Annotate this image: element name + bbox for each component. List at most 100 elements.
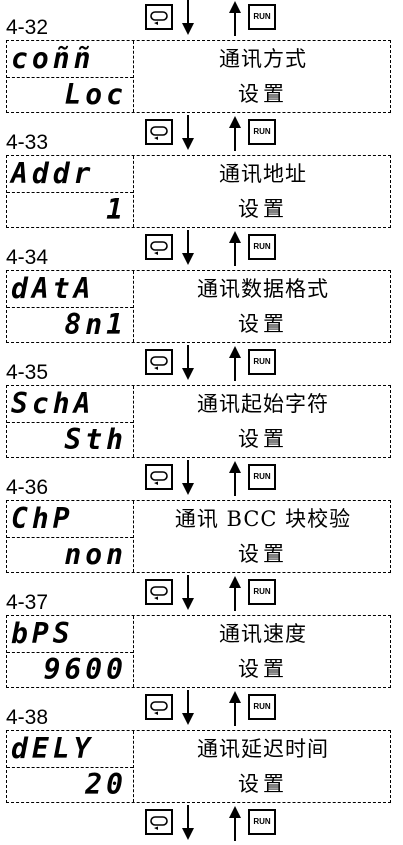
parameter-name: 通讯 BCC 块校验 <box>174 507 352 531</box>
loop-return-icon[interactable] <box>145 809 173 835</box>
divider <box>7 422 133 423</box>
run-key[interactable]: RUN <box>248 234 276 260</box>
arrow-up-icon <box>228 460 242 500</box>
flow-controls: RUN <box>0 345 403 385</box>
section-number: 4-34 <box>6 246 49 269</box>
display-value: Loc <box>64 78 127 111</box>
section-number: 4-36 <box>6 476 49 499</box>
divider <box>133 156 134 227</box>
display-code: Addr <box>11 157 95 190</box>
loop-return-icon[interactable] <box>145 464 173 490</box>
arrow-down-icon <box>181 345 195 385</box>
divider <box>133 386 134 457</box>
arrow-down-icon <box>181 115 195 155</box>
arrow-up-icon <box>228 690 242 730</box>
display-code: dELY <box>11 732 95 765</box>
arrow-up-icon <box>228 805 242 845</box>
parameter-name: 通讯方式 <box>219 47 307 71</box>
flow-controls: RUN <box>0 460 403 500</box>
run-key[interactable]: RUN <box>248 119 276 145</box>
display-value: non <box>64 538 127 571</box>
display-code: SchA <box>11 387 95 420</box>
section-number: 4-33 <box>6 131 49 154</box>
loop-return-icon[interactable] <box>145 694 173 720</box>
parameter-action: 设置 <box>238 82 288 106</box>
section-number: 4-35 <box>6 361 49 384</box>
display-value: 20 <box>85 768 127 801</box>
display-value: 9600 <box>43 653 127 686</box>
flow-controls: RUN <box>0 115 403 155</box>
section-number: 4-38 <box>6 706 49 729</box>
parameter-action: 设置 <box>238 312 288 336</box>
loop-return-icon[interactable] <box>145 349 173 375</box>
run-key[interactable]: RUN <box>248 349 276 375</box>
arrow-up-icon <box>228 115 242 155</box>
run-key[interactable]: RUN <box>248 464 276 490</box>
arrow-up-icon <box>228 230 242 270</box>
divider <box>133 41 134 112</box>
divider <box>133 731 134 802</box>
divider <box>7 192 133 193</box>
parameter-action: 设置 <box>238 772 288 796</box>
loop-return-icon[interactable] <box>145 234 173 260</box>
parameter-name: 通讯数据格式 <box>197 277 329 301</box>
display-code: ChP <box>11 502 74 535</box>
display-code: bPS <box>11 617 74 650</box>
arrow-down-icon <box>181 230 195 270</box>
run-key[interactable]: RUN <box>248 4 276 30</box>
arrow-down-icon <box>181 690 195 730</box>
divider <box>7 767 133 768</box>
flow-controls: RUN <box>0 230 403 270</box>
flow-controls: RUN <box>0 0 403 40</box>
arrow-up-icon <box>228 345 242 385</box>
arrow-down-icon <box>181 460 195 500</box>
loop-return-icon[interactable] <box>145 4 173 30</box>
section-number: 4-37 <box>6 591 49 614</box>
display-code: dAtA <box>11 272 95 305</box>
divider <box>7 537 133 538</box>
parameter-name: 通讯起始字符 <box>197 392 329 416</box>
display-code: coññ <box>11 42 95 75</box>
parameter-name: 通讯地址 <box>219 162 307 186</box>
loop-return-icon[interactable] <box>145 579 173 605</box>
parameter-action: 设置 <box>238 657 288 681</box>
loop-return-icon[interactable] <box>145 119 173 145</box>
arrow-down-icon <box>181 805 195 845</box>
divider <box>7 77 133 78</box>
arrow-up-icon <box>228 0 242 40</box>
display-value: 8n1 <box>64 308 127 341</box>
parameter-action: 设置 <box>238 197 288 221</box>
flow-controls: RUN <box>0 575 403 615</box>
divider <box>133 616 134 687</box>
arrow-down-icon <box>181 0 195 40</box>
divider <box>133 271 134 342</box>
arrow-down-icon <box>181 575 195 615</box>
run-key[interactable]: RUN <box>248 809 276 835</box>
run-key[interactable]: RUN <box>248 579 276 605</box>
parameter-box: Addr 1 通讯地址设置 <box>6 155 391 228</box>
divider <box>133 501 134 572</box>
flow-controls: RUN <box>0 805 403 845</box>
display-value: 1 <box>106 193 127 226</box>
parameter-action: 设置 <box>238 542 288 566</box>
display-value: Sth <box>64 423 127 456</box>
divider <box>7 307 133 308</box>
flow-controls: RUN <box>0 690 403 730</box>
run-key[interactable]: RUN <box>248 694 276 720</box>
divider <box>7 652 133 653</box>
arrow-up-icon <box>228 575 242 615</box>
